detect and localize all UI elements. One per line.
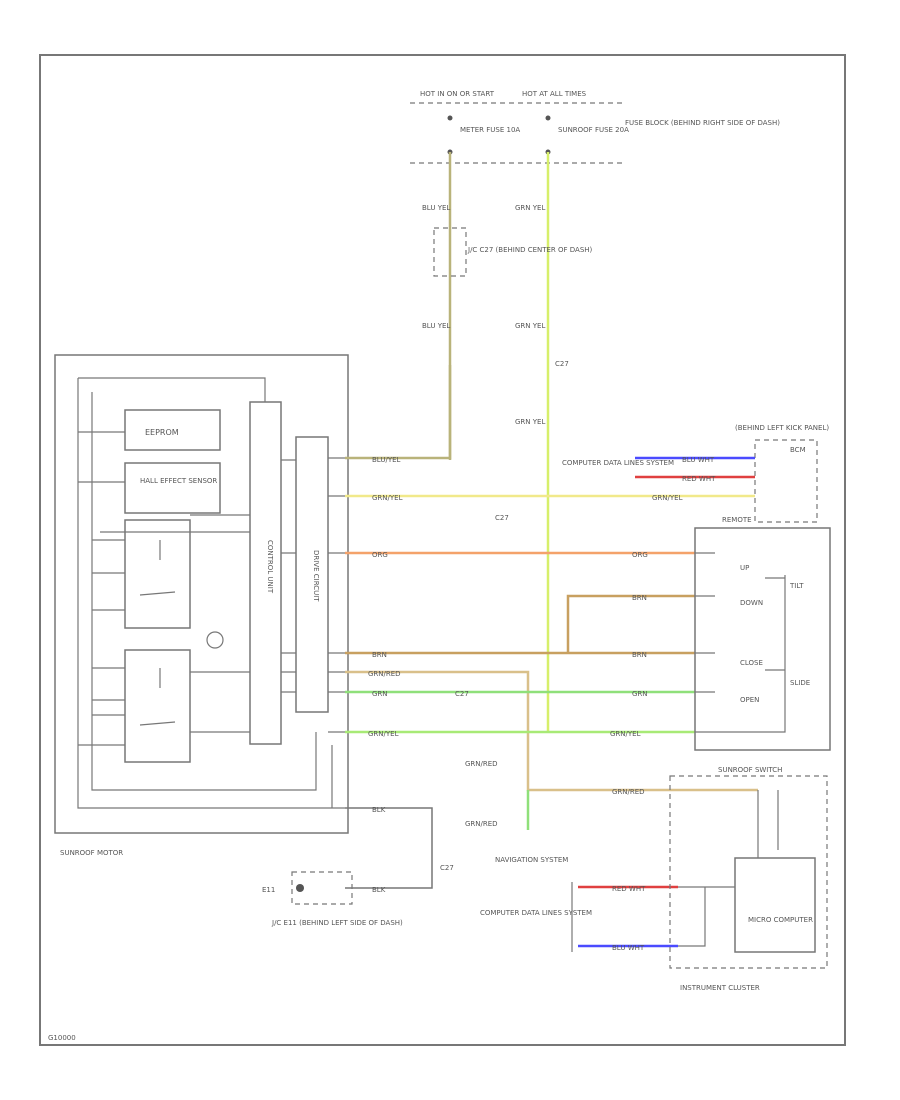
- wire-red-wht-2-label: RED WHT: [612, 885, 646, 893]
- switch-down-label: DOWN: [740, 599, 763, 607]
- grn-yel-label-2: GRN YEL: [515, 322, 545, 330]
- fuse-sunroof-top: [545, 115, 551, 121]
- micro-computer-box: [734, 857, 816, 953]
- wire-blu-wht-1-label: BLU WHT: [682, 456, 715, 464]
- grn-yel-label-3: GRN YEL: [515, 418, 545, 426]
- wire-brown: [345, 594, 695, 655]
- behind-left-kick-label: (BEHIND LEFT KICK PANEL): [735, 424, 829, 432]
- c27-ref-1: C27: [555, 360, 569, 368]
- drive-circuit-box: [295, 436, 329, 713]
- wire-blk-motor-label: BLK: [372, 806, 386, 814]
- eeprom-box: [124, 409, 221, 451]
- sunroof-motor-outline: [54, 354, 349, 834]
- motor-switch-box-2: [124, 649, 191, 763]
- blu-yel-label-1: BLU YEL: [422, 204, 450, 212]
- computer-data-lines-2-label: COMPUTER DATA LINES SYSTEM: [480, 909, 592, 917]
- computer-data-lines-1-label: COMPUTER DATA LINES SYSTEM: [562, 459, 674, 467]
- control-unit-box: [249, 401, 282, 745]
- wire-brn-left-label: BRN: [372, 651, 387, 659]
- instrument-cluster-label: INSTRUMENT CLUSTER: [680, 984, 760, 992]
- fuse-meter-top: [447, 115, 453, 121]
- fuse-block-label: FUSE BLOCK (BEHIND RIGHT SIDE OF DASH): [625, 119, 780, 127]
- sunroof-switch-label: SUNROOF SWITCH: [718, 766, 782, 774]
- jc-c27-outline: [433, 227, 467, 277]
- wire-org-right-label: ORG: [632, 551, 648, 559]
- wire-grn-right-label: GRN: [632, 690, 648, 698]
- jc-e11-outline: [291, 871, 353, 905]
- c27-ref-2: C27: [495, 514, 509, 522]
- wire-grn-yel-right-label: GRN/YEL: [610, 730, 641, 738]
- motor-switch-box-1: [124, 519, 191, 629]
- wire-grn-red-left-label: GRN/RED: [368, 670, 401, 678]
- c27-ref-4: C27: [440, 864, 454, 872]
- wire-red-wht-1-label: RED WHT: [682, 475, 716, 483]
- jc-c27-label: J/C C27 (BEHIND CENTER OF DASH): [467, 246, 593, 254]
- remote-label: REMOTE: [722, 516, 752, 524]
- wire-grn-left-label: GRN: [372, 690, 388, 698]
- wire-brn-right-label-1: BRN: [632, 594, 647, 602]
- wire-brn-right-label-2: BRN: [632, 651, 647, 659]
- wire-grn-red-bottom-label: GRN/RED: [465, 820, 498, 828]
- wire-black-ground: [345, 807, 433, 889]
- motor-internal-wiring: [77, 377, 345, 809]
- wire-grn-yel-top-label: GRN/YEL: [372, 494, 403, 502]
- jc-ground-ref: E11: [262, 886, 275, 894]
- remote-outline: [694, 527, 831, 751]
- switch-slide-label: SLIDE: [790, 679, 810, 687]
- jc-ground-label: J/C E11 (BEHIND LEFT SIDE OF DASH): [271, 919, 403, 927]
- wire-grn-red-cluster-label: GRN/RED: [612, 788, 645, 796]
- eeprom-label: EEPROM: [145, 428, 179, 437]
- meter-fuse-label: METER FUSE 10A: [460, 126, 520, 134]
- switch-open-label: OPEN: [740, 696, 759, 704]
- bcm-outline: [754, 439, 818, 523]
- motor-switch-contacts: [139, 540, 176, 726]
- hall-effect-box: [124, 462, 221, 514]
- ground-point: [296, 884, 304, 892]
- instrument-cluster-outline: [669, 775, 828, 969]
- sunroof-motor-label: SUNROOF MOTOR: [60, 849, 123, 857]
- hall-effect-label: HALL EFFECT SENSOR: [140, 477, 217, 485]
- hot-at-all-times-label: HOT AT ALL TIMES: [522, 90, 587, 98]
- drive-circuit-label: DRIVE CIRCUIT: [312, 550, 320, 602]
- blu-yel-label-2: BLU YEL: [422, 322, 450, 330]
- diagram-frame: [39, 54, 846, 1046]
- wire-blu-yel-label: BLU/YEL: [372, 456, 401, 464]
- wire-blu-yel-horizontal: [345, 365, 452, 460]
- sunroof-fuse-label: SUNROOF FUSE 20A: [558, 126, 629, 134]
- grn-yel-label-1: GRN YEL: [515, 204, 545, 212]
- cluster-wiring: [678, 790, 779, 947]
- wire-grn-red-mid-label: GRN/RED: [465, 760, 498, 768]
- wire-grn-yel-bcm-label: GRN/YEL: [652, 494, 683, 502]
- figure-id: G10000: [48, 1034, 76, 1042]
- switch-up-label: UP: [740, 564, 749, 572]
- wire-blu-wht-2-label: BLU WHT: [612, 944, 645, 952]
- remote-switch-wiring: [695, 552, 786, 733]
- micro-computer-label: MICRO COMPUTER: [748, 916, 813, 924]
- wire-org-left-label: ORG: [372, 551, 388, 559]
- control-unit-label: CONTROL UNIT: [266, 540, 274, 594]
- switch-tilt-label: TILT: [789, 582, 804, 590]
- switch-close-label: CLOSE: [740, 659, 763, 667]
- motor-symbol: [206, 631, 224, 649]
- hot-run-start-label: HOT IN ON OR START: [420, 90, 495, 98]
- bcm-label: BCM: [790, 446, 806, 454]
- c27-ref-3: C27: [455, 690, 469, 698]
- navigation-system-label: NAVIGATION SYSTEM: [495, 856, 568, 864]
- wire-blk-ground-label: BLK: [372, 886, 386, 894]
- wire-grn-yel-left-label: GRN/YEL: [368, 730, 399, 738]
